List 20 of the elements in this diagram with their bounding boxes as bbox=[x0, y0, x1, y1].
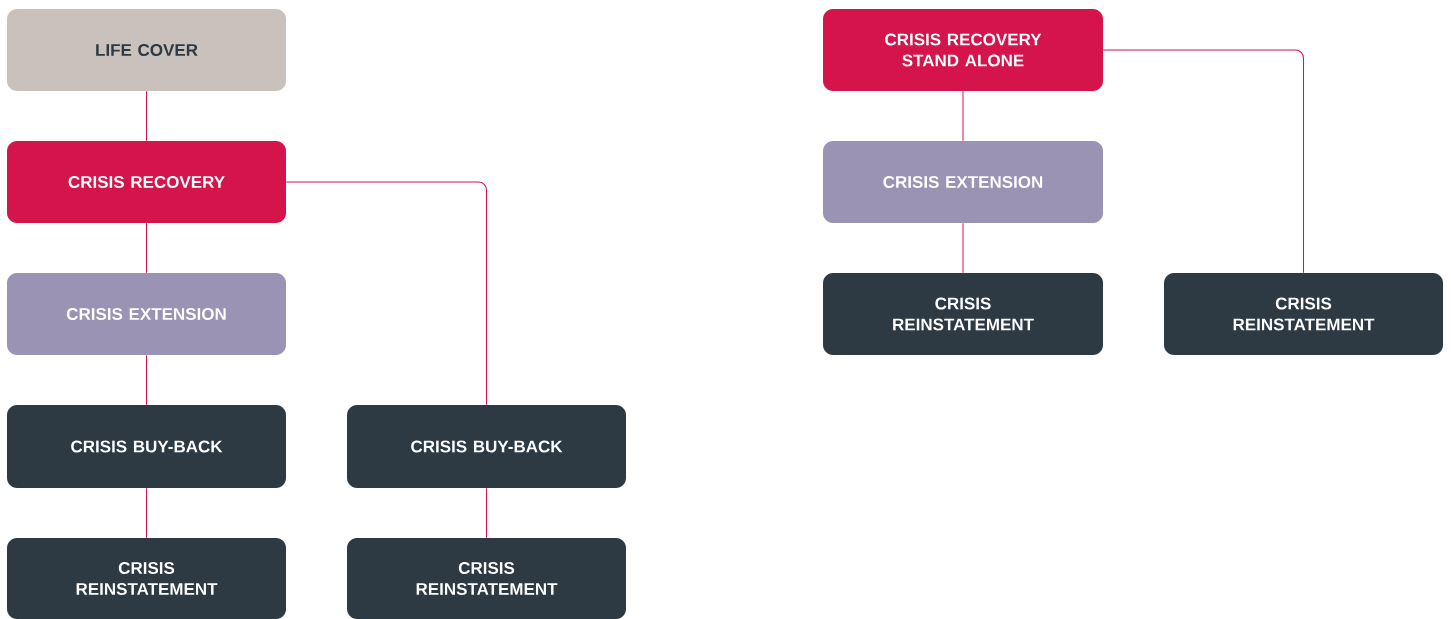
process-box: CRISIS EXTENSION bbox=[7, 273, 286, 355]
process-box: CRISIS RECOVERY STAND ALONE bbox=[823, 9, 1103, 91]
process-box: CRISIS REINSTATEMENT bbox=[823, 273, 1103, 355]
process-box: CRISIS EXTENSION bbox=[823, 141, 1103, 223]
connector-line bbox=[1102, 49, 1304, 274]
process-box: CRISIS REINSTATEMENT bbox=[7, 538, 286, 619]
connector-line bbox=[146, 90, 147, 142]
connector-line bbox=[285, 181, 487, 406]
process-box: CRISIS RECOVERY bbox=[7, 141, 286, 223]
process-box: CRISIS BUY-BACK bbox=[347, 405, 626, 488]
connector-line bbox=[962, 90, 964, 142]
process-box: CRISIS REINSTATEMENT bbox=[1164, 273, 1443, 355]
connector-line bbox=[146, 487, 147, 539]
connector-line bbox=[962, 222, 964, 274]
connector-line bbox=[146, 222, 147, 274]
process-box: LIFE COVER bbox=[7, 9, 286, 91]
connector-line bbox=[146, 354, 147, 406]
process-box: CRISIS BUY-BACK bbox=[7, 405, 286, 488]
connector-line bbox=[486, 487, 487, 539]
process-box: CRISIS REINSTATEMENT bbox=[347, 538, 626, 619]
